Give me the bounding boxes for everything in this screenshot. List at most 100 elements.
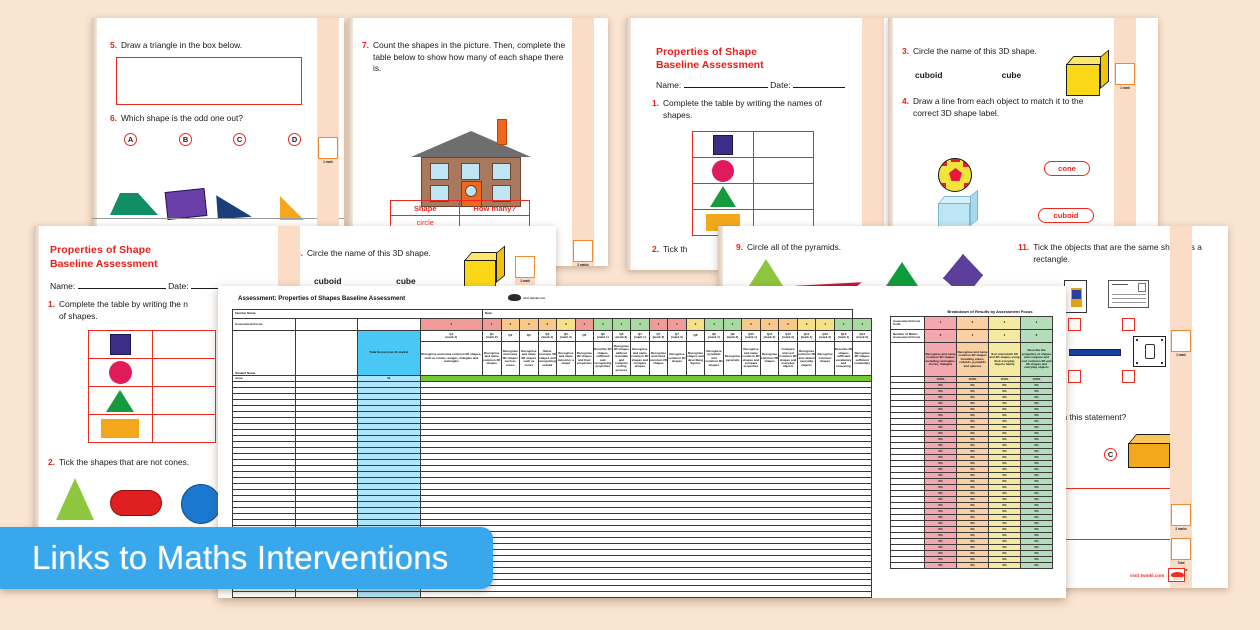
breakdown-percent-rows: 0%0%0%0%0%0%0%0%0%0%0%0%0%0%0%0%0%0%0%0%… <box>890 382 1053 569</box>
total-score-cell[interactable] <box>357 597 421 598</box>
page-edge <box>348 18 353 266</box>
table-row: 0%0%0%0% <box>890 448 1053 455</box>
q12-option-c[interactable]: C <box>1104 448 1117 461</box>
date-label[interactable]: Date: <box>481 309 854 319</box>
q-header: Q8 <box>685 330 706 342</box>
q1-name-table[interactable] <box>88 330 217 443</box>
focus-description: Recognise and name common 3D shapes incl… <box>956 342 989 377</box>
q3-option-cuboid[interactable]: cuboid <box>314 276 342 286</box>
q4-label-cone[interactable]: cone <box>1044 161 1090 176</box>
object-playing-card <box>1064 280 1087 313</box>
breakdown-panel[interactable]: Breakdown of Results by Assessment Focus… <box>890 309 1053 569</box>
teacher-name-label[interactable]: Teacher Name: <box>232 309 483 319</box>
focus-description-row: Recognise and name common 2D shapes incl… <box>890 342 1053 377</box>
q-header: Q11(mark 2) <box>759 330 780 342</box>
cell-answer-3[interactable] <box>752 183 815 210</box>
name-label: Name: <box>656 80 682 90</box>
cell-answer-1[interactable] <box>151 330 217 359</box>
q11-tick-4[interactable] <box>1122 370 1135 383</box>
blank-cell <box>890 342 925 377</box>
focus-desc: Recognise and name common 2D shapes <box>482 341 502 376</box>
cell-answer-1[interactable] <box>752 131 815 158</box>
table-row[interactable] <box>232 597 872 598</box>
q12-line2: or disagree with this statement? <box>1008 412 1127 422</box>
focus-code: 4 <box>593 318 613 331</box>
name-input[interactable] <box>77 288 166 289</box>
q6-option-a[interactable]: A <box>124 133 137 146</box>
focus-code: 4 <box>704 318 724 331</box>
q11-mark-box[interactable] <box>1171 330 1191 352</box>
shape-red-cylinder <box>110 490 162 516</box>
student-name-cell[interactable] <box>232 597 296 598</box>
shape-purple-square <box>109 334 131 355</box>
date-input[interactable] <box>793 87 846 88</box>
q3-option-cube[interactable]: cube <box>1001 70 1022 80</box>
shape-pink-circle <box>711 159 734 182</box>
q4-label-cuboid[interactable]: cuboid <box>1038 208 1094 223</box>
focus-description: Recognise and name common 2D shapes incl… <box>924 342 957 377</box>
table-row: 0%0%0%0% <box>890 484 1053 491</box>
q6-option-b[interactable]: B <box>179 133 192 146</box>
twinkl-url: visit twinkl.com <box>523 295 546 300</box>
focus-code: 4 <box>630 318 650 331</box>
q-header: Q7(mark 1) <box>630 330 650 342</box>
score-cells[interactable] <box>419 597 872 598</box>
total-mark-box[interactable] <box>1171 538 1191 560</box>
name-input[interactable] <box>683 87 768 88</box>
breakdown-table[interactable]: Assessment Focus Code 1 2 3 4 Number of … <box>890 316 1053 569</box>
q11-tick-1[interactable] <box>1068 318 1081 331</box>
worksheet-q3-q4[interactable]: 3. Circle the name of this 3D shape. cub… <box>888 18 1158 230</box>
q-header: Q9(mark 1) <box>704 330 724 342</box>
worksheet-q5-q6[interactable]: 5. Draw a triangle in the box below. 6. … <box>92 18 344 233</box>
focus-code: 1 <box>667 318 687 331</box>
focus-desc: Recognise common 2D and related everyday… <box>796 341 817 376</box>
shape-green-triangle <box>106 389 135 412</box>
mark-count: 6 <box>924 329 957 343</box>
q3-mark-box[interactable] <box>515 256 535 278</box>
shape-green-cone <box>56 478 94 520</box>
q6-option-c[interactable]: C <box>233 133 246 146</box>
q3-mark-label: 1 mark <box>1115 85 1135 92</box>
q3-option-cube[interactable]: cube <box>396 276 416 286</box>
marks-rail <box>1114 18 1136 230</box>
page-edge <box>92 18 97 233</box>
table-row <box>692 157 815 184</box>
student-results-table[interactable]: Teacher Name: Date: Assessment Focus 1 1… <box>232 309 872 598</box>
cell-answer-3[interactable] <box>151 386 217 415</box>
shape-orange-cuboid <box>1128 426 1184 474</box>
q7-mark-box[interactable] <box>573 240 593 262</box>
cell-answer-2[interactable] <box>151 358 217 387</box>
total-label: Total <box>1171 560 1191 567</box>
blank-cell[interactable] <box>294 597 358 598</box>
focus-desc-row: Recognise and name common 2D shapes, suc… <box>233 341 872 376</box>
shape-ice-cube <box>936 189 978 230</box>
q-header: Q9(mark 2) <box>722 330 743 342</box>
cell-answer-4[interactable] <box>151 414 217 443</box>
q3-option-cuboid[interactable]: cuboid <box>915 70 943 80</box>
twinkl-logo-icon <box>1168 568 1186 582</box>
links-to-maths-interventions-banner[interactable]: Links to Maths Interventions <box>0 527 493 589</box>
q1-name-table[interactable] <box>692 131 815 236</box>
q-header: Q11(mark 1) <box>796 330 817 342</box>
focus-code: 2 <box>537 318 558 331</box>
q12-mark-box[interactable] <box>1171 504 1191 526</box>
question-header-row: Student Name Total Score (max 31 marks) … <box>232 330 872 376</box>
cell-answer-2[interactable] <box>752 157 815 184</box>
q5-text: Draw a triangle in the box below. <box>121 40 243 50</box>
twinkl-footer[interactable]: visit twinkl.com <box>1130 568 1186 582</box>
q3-mark-box[interactable] <box>1115 63 1135 85</box>
date-input[interactable] <box>191 288 238 289</box>
shape-green-triangle <box>709 186 736 207</box>
q-header: Q12(mark 3) <box>778 330 798 342</box>
q-header: Q1(mark 1) <box>419 330 483 342</box>
focus-code-row: Assessment Focus 1 1 2 2 2 3 1 4 4 4 1 1… <box>232 318 872 331</box>
q5-answer-box[interactable] <box>116 57 302 105</box>
worksheet-q7[interactable]: 7. Count the shapes in the picture. Then… <box>348 18 608 266</box>
assessment-spreadsheet[interactable]: Assessment: Properties of Shapes Baselin… <box>218 286 1066 598</box>
q6-option-d[interactable]: D <box>288 133 301 146</box>
table-row <box>692 131 815 158</box>
q5-mark-box[interactable] <box>318 137 338 159</box>
focus-code: 4 <box>722 318 743 331</box>
q11-tick-2[interactable] <box>1122 318 1135 331</box>
q11-tick-3[interactable] <box>1068 370 1081 383</box>
